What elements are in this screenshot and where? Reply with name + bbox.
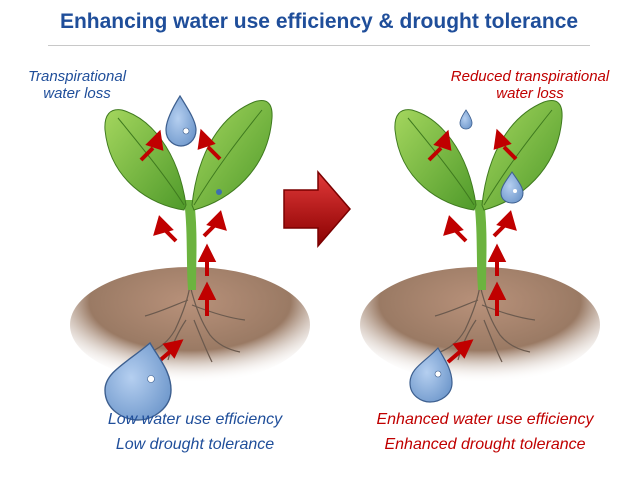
right-plant	[360, 100, 600, 403]
right-leaf-water-drop-icon	[500, 171, 524, 204]
right-soil	[360, 267, 600, 383]
left-caption: Low water use efficiency Low drought tol…	[75, 409, 315, 456]
right-top-label-line2: water loss	[496, 85, 564, 102]
right-top-label-line1: Reduced transpirational	[450, 68, 610, 85]
left-arrows	[139, 128, 227, 364]
right-caption-line1: Enhanced water use efficiency	[376, 411, 594, 428]
left-water-drop-icon	[165, 94, 197, 147]
left-leaf-right	[191, 100, 273, 211]
page-title: Enhancing water use efficiency & drought…	[59, 10, 579, 33]
right-soil-water-drop-icon	[409, 346, 453, 403]
left-top-label-line1: Transpirational	[27, 68, 127, 85]
right-leaf-right	[481, 100, 563, 211]
right-stem	[474, 200, 487, 290]
left-soil	[70, 267, 310, 383]
left-plant	[70, 94, 310, 421]
left-roots	[144, 284, 246, 363]
right-leaf-left	[394, 109, 477, 211]
right-small-water-drop-icon	[459, 109, 473, 130]
left-caption-line1: Low water use efficiency	[107, 411, 283, 428]
right-roots	[434, 284, 536, 363]
left-caption-line2: Low drought tolerance	[115, 436, 275, 453]
right-caption-line2: Enhanced drought tolerance	[384, 436, 586, 453]
left-top-label-line2: water loss	[43, 85, 111, 102]
left-small-drop	[216, 189, 222, 195]
left-stem	[184, 200, 197, 290]
left-leaf-left	[104, 109, 187, 211]
right-caption: Enhanced water use efficiency Enhanced d…	[350, 409, 620, 456]
arrow-right-icon	[283, 169, 351, 249]
left-top-label: Transpirational water loss	[18, 68, 136, 102]
right-top-label: Reduced transpirational water loss	[440, 68, 620, 102]
right-arrows	[427, 128, 518, 364]
left-soil-water-drop-icon	[104, 341, 172, 421]
title-divider	[48, 45, 590, 46]
